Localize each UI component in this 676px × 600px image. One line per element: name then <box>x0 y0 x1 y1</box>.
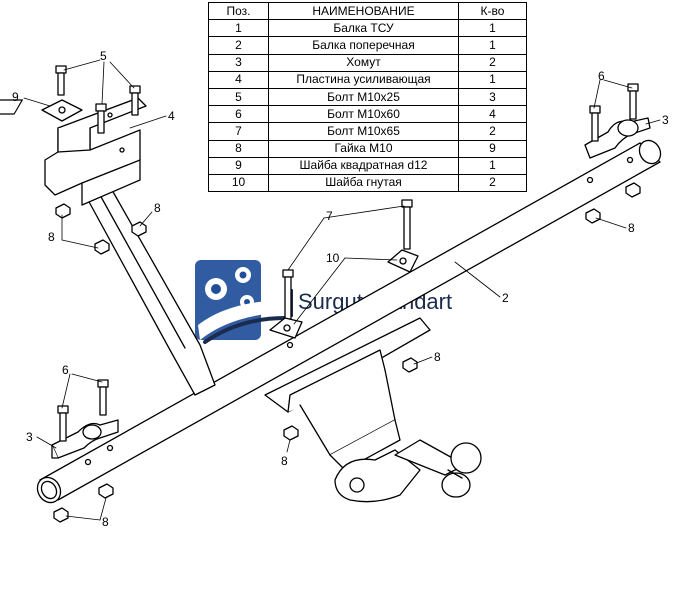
gear-icon <box>195 260 290 344</box>
callout-3-left: 3 <box>26 430 33 444</box>
callout-7: 7 <box>326 209 333 223</box>
bolt-5b <box>95 103 107 134</box>
reinforcing-plate-bracket <box>0 97 147 206</box>
surgut-standart-logo: Surgut Standart <box>195 260 452 344</box>
callout-8-f: 8 <box>102 515 109 529</box>
callout-8-c: 8 <box>628 221 635 235</box>
bolt-7a <box>282 269 294 320</box>
bolts <box>55 65 639 442</box>
callout-3-right: 3 <box>662 113 669 127</box>
cell-qty: 1 <box>458 36 527 55</box>
callout-10: 10 <box>326 251 340 265</box>
nut-i <box>53 507 69 523</box>
leader-lines <box>23 59 661 521</box>
callout-8-e: 8 <box>281 454 288 468</box>
bolt-7b <box>401 199 413 250</box>
nut-c <box>131 221 147 237</box>
nut-f <box>402 357 418 373</box>
nuts <box>53 182 641 523</box>
header-row: Поз. НАИМЕНОВАНИЕ К-во <box>208 1 527 21</box>
callout-2: 2 <box>502 291 509 305</box>
callout-6-left: 6 <box>62 363 69 377</box>
hitch-bar <box>264 317 482 503</box>
bolt-6a <box>57 405 69 442</box>
callout-9: 9 <box>12 90 19 104</box>
bolt-5c <box>129 85 141 116</box>
callout-4: 4 <box>168 109 175 123</box>
bolt-6d <box>627 83 639 120</box>
nut-e <box>625 182 641 198</box>
washers <box>41 99 419 339</box>
callouts: 5 9 4 8 8 7 10 2 6 3 8 8 6 3 8 8 <box>12 49 669 529</box>
transverse-beam <box>36 139 662 504</box>
bolt-5a <box>55 65 67 96</box>
bolt-6b <box>97 379 109 416</box>
cell-name: Шайба гнутая <box>268 173 459 193</box>
nut-d <box>585 208 601 224</box>
bolt-6c <box>589 105 601 142</box>
header-pos: Поз. <box>208 1 269 21</box>
callout-5: 5 <box>100 49 107 63</box>
nut-a <box>55 203 71 219</box>
callout-8-a: 8 <box>154 201 161 215</box>
right-clamp <box>584 117 651 159</box>
cell-qty: 2 <box>458 173 527 193</box>
cell-pos: 10 <box>208 173 269 193</box>
header-qty: К-во <box>458 1 527 21</box>
nut-h <box>98 483 114 499</box>
callout-6-right: 6 <box>598 69 605 83</box>
callout-8-b: 8 <box>48 230 55 244</box>
callout-8-d: 8 <box>434 350 441 364</box>
nut-b <box>94 239 110 255</box>
left-clamp <box>51 419 119 459</box>
nut-g <box>283 425 299 441</box>
parts-table-header: Поз. НАИМЕНОВАНИЕ К-во <box>208 1 527 21</box>
